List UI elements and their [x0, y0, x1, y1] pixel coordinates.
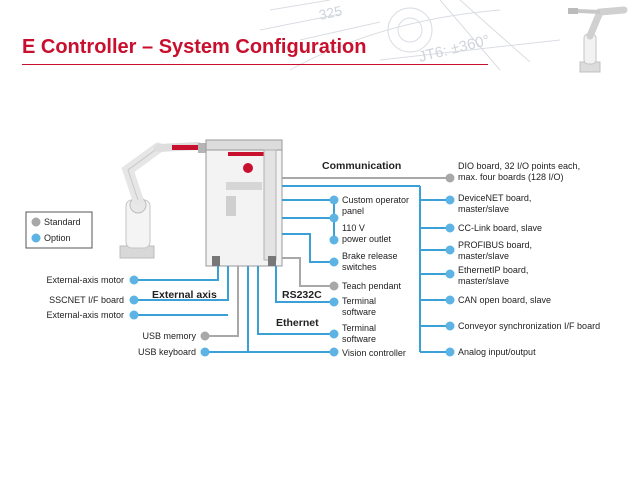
item-dio-board-1: DIO board, 32 I/O points each,: [458, 161, 580, 171]
watermark-dim-jt6: JT6: ±360°: [417, 32, 492, 66]
group-rs232c: RS232C: [282, 289, 322, 301]
item-can-open: CAN open board, slave: [458, 295, 551, 305]
group-ethernet: Ethernet: [276, 317, 319, 329]
item-ethernetip-2: master/slave: [458, 276, 509, 286]
left-connections: [129, 266, 249, 357]
item-profibus-1: PROFIBUS board,: [458, 240, 532, 250]
legend: Standard Option: [25, 211, 93, 249]
item-usb-memory: USB memory: [142, 331, 196, 341]
item-usb-keyboard: USB keyboard: [138, 347, 196, 357]
item-brake-release-1: Brake release: [342, 251, 398, 261]
blueprint-watermark: 325 JT6: ±360°: [260, 0, 560, 71]
item-power-outlet-2: power outlet: [342, 234, 392, 244]
slide-title: E Controller – System Configuration: [22, 36, 367, 58]
item-conveyor-sync: Conveyor synchronization I/F board: [458, 321, 600, 331]
item-teach-pendant: Teach pendant: [342, 281, 402, 291]
robot-thumbnail: [568, 6, 628, 73]
item-analog-io: Analog input/output: [458, 347, 536, 357]
item-devicenet-1: DeviceNET board,: [458, 193, 531, 203]
group-communication: Communication: [322, 160, 401, 172]
item-ethernetip-1: EthernetIP board,: [458, 265, 528, 275]
legend-option-dot: [31, 233, 41, 243]
item-dio-board-2: max. four boards (128 I/O): [458, 172, 564, 182]
legend-standard-label: Standard: [44, 217, 81, 227]
item-terminal-eth-2: software: [342, 334, 376, 344]
item-external-axis-motor-1: External-axis motor: [46, 275, 124, 285]
legend-option-label: Option: [44, 233, 71, 243]
item-external-axis-motor-2: External-axis motor: [46, 310, 124, 320]
item-cc-link: CC-Link board, slave: [458, 223, 542, 233]
item-custom-operator-panel-2: panel: [342, 206, 364, 216]
item-custom-operator-panel-1: Custom operator: [342, 195, 409, 205]
system-configuration-diagram: Standard Option Communication External a…: [25, 139, 600, 358]
item-sscnet-board: SSCNET I/F board: [49, 295, 124, 305]
title-underline: [22, 64, 488, 65]
item-terminal-eth-1: Terminal: [342, 323, 376, 333]
middle-connections: [248, 195, 339, 357]
item-devicenet-2: master/slave: [458, 204, 509, 214]
item-vision-controller: Vision controller: [342, 348, 406, 358]
right-connections: [282, 173, 455, 357]
watermark-dim-325: 325: [317, 2, 343, 23]
group-external-axis: External axis: [152, 289, 217, 301]
item-terminal-rs-1: Terminal: [342, 296, 376, 306]
item-brake-release-2: switches: [342, 262, 377, 272]
item-power-outlet-1: 110 V: [342, 223, 365, 233]
controller-cabinet-illustration: [205, 139, 283, 267]
robot-arm-illustration: [119, 142, 207, 259]
item-profibus-2: master/slave: [458, 251, 509, 261]
item-terminal-rs-2: software: [342, 307, 376, 317]
legend-standard-dot: [31, 217, 41, 227]
slide-header: 325 JT6: ±360° E Controller – System Con…: [0, 0, 638, 80]
